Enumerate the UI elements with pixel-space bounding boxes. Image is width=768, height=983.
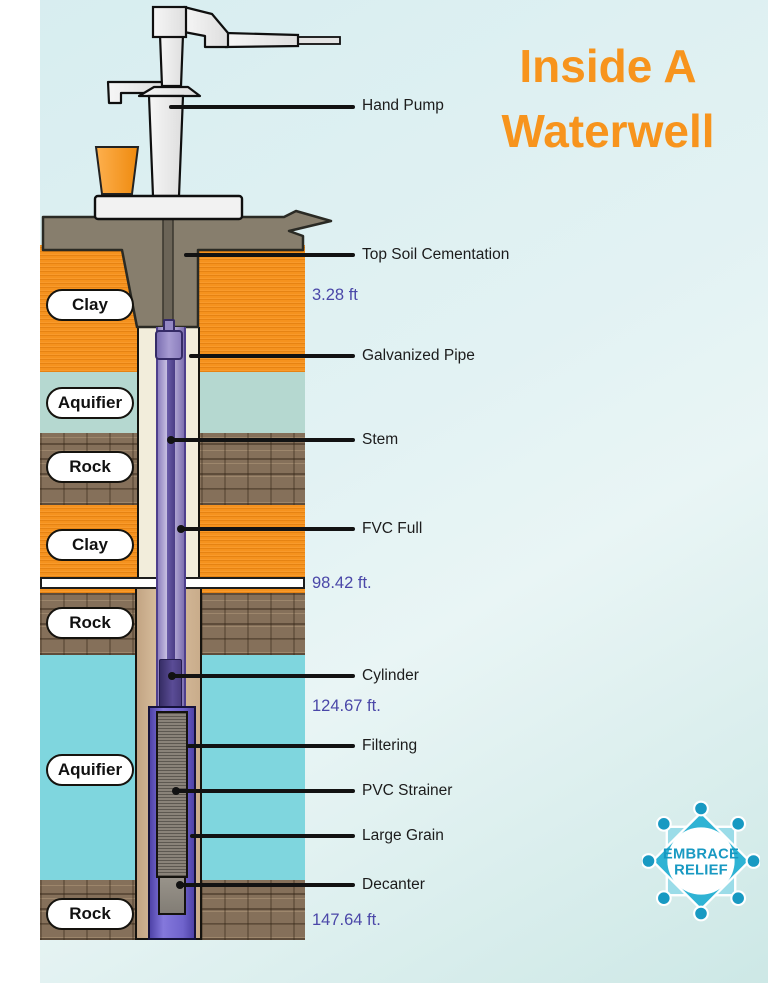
depth-marker-1: 3.28 ft	[312, 286, 358, 304]
pill-clay-top: Clay	[46, 289, 134, 321]
pump-handle-end	[296, 36, 341, 45]
label-top-soil-cementation: Top Soil Cementation	[362, 246, 510, 263]
logo-star-icon: EMBRACE RELIEF	[640, 800, 762, 922]
left-margin-strip	[0, 0, 40, 983]
pill-clay-mid: Clay	[46, 529, 134, 561]
pump-head	[151, 5, 188, 39]
pill-label: Rock	[69, 904, 111, 923]
galvanized-pipe-fitting	[155, 330, 183, 360]
pill-label: Clay	[72, 535, 108, 554]
label-pvc-strainer: PVC Strainer	[362, 782, 453, 799]
pump-column-upper	[158, 33, 185, 88]
logo-text-line-2: RELIEF	[674, 863, 728, 879]
pill-label: Clay	[72, 295, 108, 314]
leader-large-grain	[190, 834, 355, 838]
leader-cylinder	[171, 674, 355, 678]
stem-rod	[167, 330, 175, 664]
label-hand-pump: Hand Pump	[362, 97, 444, 114]
depth-marker-2: 98.42 ft.	[312, 574, 372, 592]
pump-column-lower	[147, 94, 185, 198]
label-galvanized-pipe: Galvanized Pipe	[362, 347, 475, 364]
embrace-relief-logo: EMBRACE RELIEF	[640, 800, 762, 922]
depth-marker-4: 147.64 ft.	[312, 911, 381, 929]
label-stem: Stem	[362, 431, 399, 448]
leader-decanter	[179, 883, 355, 887]
label-large-grain: Large Grain	[362, 827, 444, 844]
pill-label: Rock	[69, 613, 111, 632]
pill-aquifier-top: Aquifier	[46, 387, 134, 419]
pill-label: Aquifier	[57, 760, 123, 779]
pill-rock-bottom: Rock	[46, 898, 134, 930]
leader-top-soil	[184, 253, 355, 257]
pill-aquifier-main: Aquifier	[46, 754, 134, 786]
cylinder-block	[159, 659, 182, 708]
cement-cap	[41, 209, 333, 331]
page-title: Inside A Waterwell	[452, 34, 764, 165]
label-filtering: Filtering	[362, 737, 418, 754]
pill-label: Rock	[69, 457, 111, 476]
leader-fvc-full	[180, 527, 355, 531]
leader-filtering	[187, 744, 355, 748]
label-fvc-full: FVC Full	[362, 520, 423, 537]
leader-pvc-strainer	[175, 789, 355, 793]
leader-hand-pump	[169, 105, 355, 109]
cement-cap-shape	[41, 209, 333, 329]
pill-rock-1: Rock	[46, 451, 134, 483]
page-title-line-1: Inside A	[519, 40, 697, 92]
pump-bucket	[94, 146, 140, 195]
pvc-strainer-block	[156, 711, 188, 878]
page-title-line-2: Waterwell	[501, 105, 715, 158]
pill-label: Aquifier	[57, 393, 123, 412]
label-decanter: Decanter	[362, 876, 425, 893]
pump-base	[93, 194, 244, 221]
pill-rock-2: Rock	[46, 607, 134, 639]
hand-pump-illustration	[93, 5, 341, 221]
logo-text-line-1: EMBRACE	[663, 847, 739, 863]
pump-handle-arm	[224, 31, 300, 49]
leader-stem	[170, 438, 355, 442]
label-cylinder: Cylinder	[362, 667, 419, 684]
depth-marker-3: 124.67 ft.	[312, 697, 381, 715]
leader-galvanized-pipe	[189, 354, 355, 358]
pipe-through-cement	[162, 217, 174, 331]
pump-head-bevel	[182, 5, 230, 49]
